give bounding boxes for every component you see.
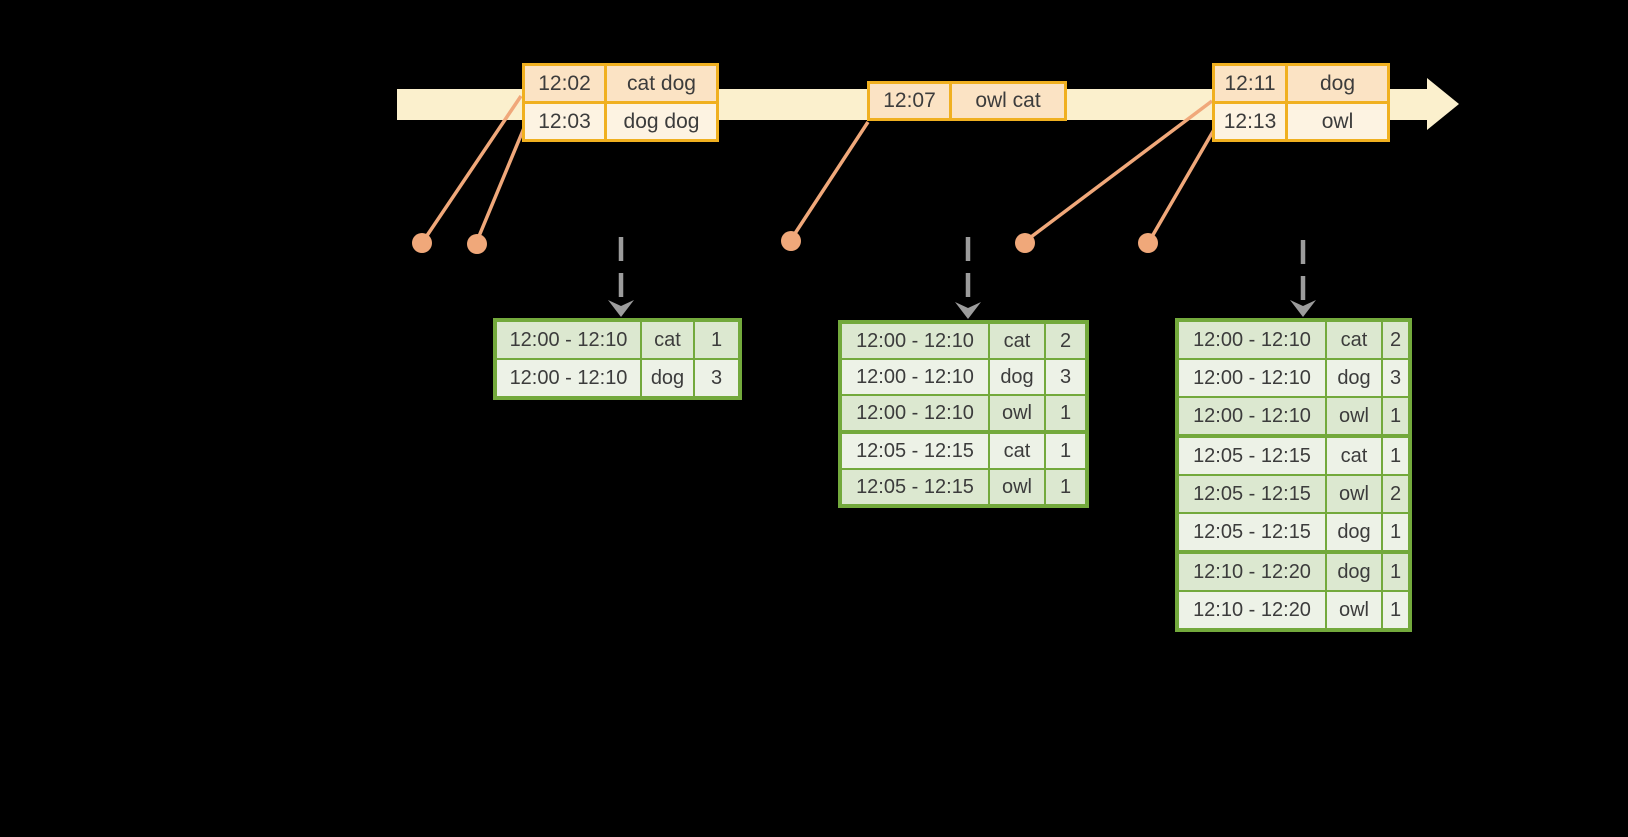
result-window: 12:10 - 12:20 xyxy=(1176,550,1327,592)
connector-line-1213 xyxy=(1148,127,1217,241)
result-word: dog xyxy=(1325,550,1383,592)
result-count: 2 xyxy=(1044,321,1088,360)
result-row: 12:00 - 12:10 cat 2 xyxy=(839,321,1088,360)
result-count: 2 xyxy=(1381,319,1411,360)
result-count: 1 xyxy=(1381,590,1411,631)
dashed-arrowhead-3 xyxy=(1290,300,1316,317)
event-dot-1213 xyxy=(1138,233,1158,253)
result-window: 12:05 - 12:15 xyxy=(839,468,990,507)
event-row: 12:07 owl cat xyxy=(867,81,1067,121)
result-row: 12:05 - 12:15 owl 1 xyxy=(839,468,1088,507)
result-count: 1 xyxy=(1044,394,1088,433)
event-words: owl xyxy=(1285,101,1390,142)
result-row: 12:05 - 12:15 dog 1 xyxy=(1176,512,1411,553)
result-row: 12:00 - 12:10 dog 3 xyxy=(839,358,1088,396)
dashed-arrowhead-1 xyxy=(608,300,634,317)
event-row: 12:13 owl xyxy=(1212,101,1390,142)
event-time: 12:03 xyxy=(522,101,607,142)
result-word: owl xyxy=(988,468,1046,507)
result-row: 12:10 - 12:20 owl 1 xyxy=(1176,590,1411,631)
result-window: 12:00 - 12:10 xyxy=(1176,319,1327,360)
connector-line-1211 xyxy=(1025,99,1214,242)
dashed-arrowhead-2 xyxy=(955,302,981,319)
result-window: 12:05 - 12:15 xyxy=(1176,434,1327,476)
result-word: cat xyxy=(1325,319,1383,360)
event-time: 12:11 xyxy=(1212,63,1288,104)
event-words: cat dog xyxy=(604,63,719,104)
result-count: 1 xyxy=(1044,430,1088,470)
event-words: owl cat xyxy=(949,81,1067,121)
result-word: owl xyxy=(1325,396,1383,437)
result-word: dog xyxy=(640,358,695,399)
event-row: 12:02 cat dog xyxy=(522,63,719,104)
result-table-1: 12:00 - 12:10 cat 1 12:00 - 12:10 dog 3 xyxy=(493,318,742,400)
result-window: 12:10 - 12:20 xyxy=(1176,590,1327,631)
event-time: 12:02 xyxy=(522,63,607,104)
result-count: 3 xyxy=(1044,358,1088,396)
result-row: 12:05 - 12:15 owl 2 xyxy=(1176,474,1411,514)
result-row: 12:00 - 12:10 cat 2 xyxy=(1176,319,1411,360)
event-table-2: 12:07 owl cat xyxy=(867,81,1067,121)
result-window: 12:05 - 12:15 xyxy=(839,430,990,470)
result-window: 12:00 - 12:10 xyxy=(494,358,642,399)
event-dot-1203 xyxy=(467,234,487,254)
timeline-arrowhead-icon xyxy=(1427,78,1459,130)
result-count: 1 xyxy=(1044,468,1088,507)
result-count: 2 xyxy=(1381,474,1411,514)
result-window: 12:00 - 12:10 xyxy=(1176,358,1327,398)
result-count: 1 xyxy=(1381,550,1411,592)
result-word: dog xyxy=(1325,512,1383,553)
result-word: cat xyxy=(1325,434,1383,476)
result-word: dog xyxy=(988,358,1046,396)
result-table-3: 12:00 - 12:10 cat 2 12:00 - 12:10 dog 3 … xyxy=(1175,318,1412,632)
result-count: 1 xyxy=(1381,434,1411,476)
event-row: 12:03 dog dog xyxy=(522,101,719,142)
event-time: 12:07 xyxy=(867,81,952,121)
result-row: 12:00 - 12:10 owl 1 xyxy=(839,394,1088,433)
result-row: 12:00 - 12:10 cat 1 xyxy=(494,319,741,360)
result-word: cat xyxy=(640,319,695,360)
result-word: owl xyxy=(1325,590,1383,631)
event-dot-1202 xyxy=(412,233,432,253)
result-count: 3 xyxy=(693,358,741,399)
result-window: 12:00 - 12:10 xyxy=(839,321,990,360)
result-window: 12:00 - 12:10 xyxy=(494,319,642,360)
result-word: owl xyxy=(988,394,1046,433)
event-row: 12:11 dog xyxy=(1212,63,1390,104)
connector-line-1202 xyxy=(422,95,523,241)
result-count: 3 xyxy=(1381,358,1411,398)
event-time: 12:13 xyxy=(1212,101,1288,142)
result-word: owl xyxy=(1325,474,1383,514)
result-count: 1 xyxy=(1381,512,1411,553)
connector-line-1207 xyxy=(790,121,870,239)
result-row: 12:10 - 12:20 dog 1 xyxy=(1176,550,1411,592)
event-words: dog xyxy=(1285,63,1390,104)
result-row: 12:05 - 12:15 cat 1 xyxy=(1176,434,1411,476)
event-words: dog dog xyxy=(604,101,719,142)
result-word: cat xyxy=(988,321,1046,360)
connector-line-1203 xyxy=(475,127,526,242)
event-table-1: 12:02 cat dog 12:03 dog dog xyxy=(522,63,719,142)
result-row: 12:00 - 12:10 dog 3 xyxy=(1176,358,1411,398)
result-count: 1 xyxy=(693,319,741,360)
result-window: 12:00 - 12:10 xyxy=(839,358,990,396)
result-row: 12:00 - 12:10 owl 1 xyxy=(1176,396,1411,437)
event-dot-1211 xyxy=(1015,233,1035,253)
result-window: 12:05 - 12:15 xyxy=(1176,474,1327,514)
result-table-2: 12:00 - 12:10 cat 2 12:00 - 12:10 dog 3 … xyxy=(838,320,1089,508)
result-word: dog xyxy=(1325,358,1383,398)
result-row: 12:05 - 12:15 cat 1 xyxy=(839,430,1088,470)
result-count: 1 xyxy=(1381,396,1411,437)
result-window: 12:00 - 12:10 xyxy=(839,394,990,433)
event-dot-1207 xyxy=(781,231,801,251)
result-window: 12:00 - 12:10 xyxy=(1176,396,1327,437)
result-row: 12:00 - 12:10 dog 3 xyxy=(494,358,741,399)
result-word: cat xyxy=(988,430,1046,470)
event-table-3: 12:11 dog 12:13 owl xyxy=(1212,63,1390,142)
result-window: 12:05 - 12:15 xyxy=(1176,512,1327,553)
